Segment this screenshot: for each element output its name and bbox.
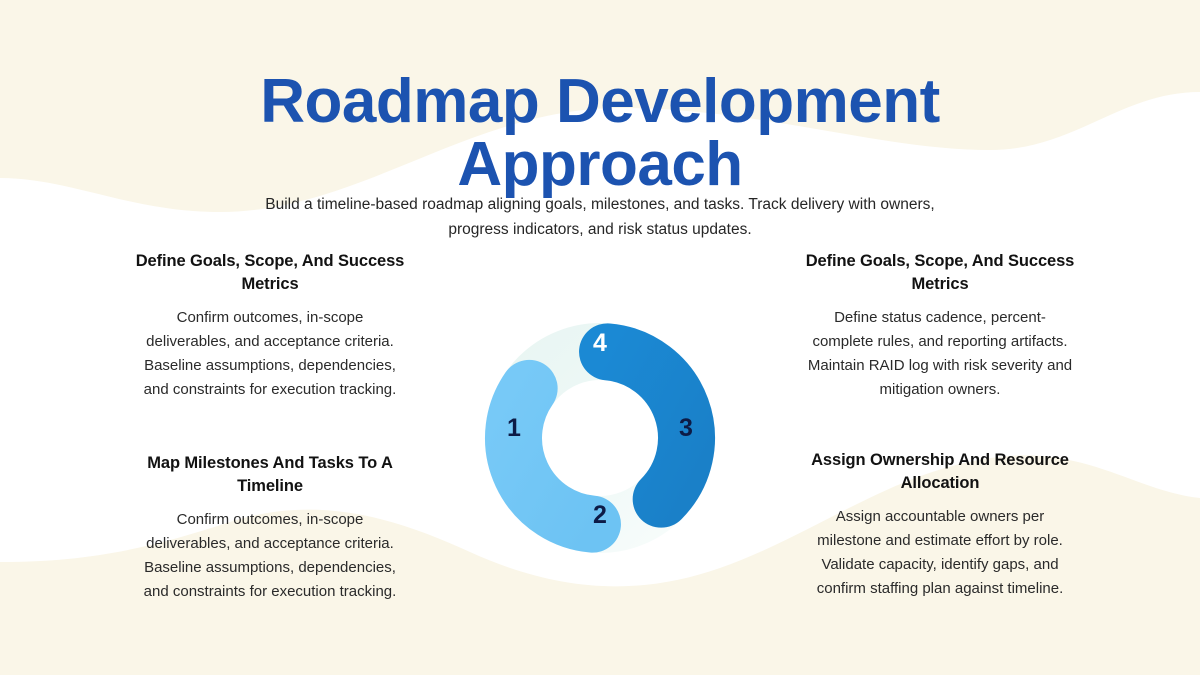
step-heading: Map Milestones And Tasks To A Timeline xyxy=(147,454,393,495)
step-body: Confirm outcomes, in-scope deliverables,… xyxy=(143,510,397,601)
step-body: Confirm outcomes, in-scope deliverables,… xyxy=(143,308,397,399)
top-wave-band xyxy=(0,0,1200,212)
donut-label-3: 3 xyxy=(679,414,693,442)
step-body: Assign accountable owners per milestone … xyxy=(816,507,1064,598)
step-block-bottom-left: Map Milestones And Tasks To A Timeline C… xyxy=(135,452,405,605)
donut-chart-svg xyxy=(485,323,715,553)
step-block-top-left: Define Goals, Scope, And Success Metrics… xyxy=(135,250,405,403)
page-subtitle: Build a timeline-based roadmap aligning … xyxy=(265,195,935,238)
step-body: Define status cadence, percent-complete … xyxy=(807,308,1073,399)
donut-chart: 1 2 3 4 xyxy=(462,300,738,576)
donut-label-1: 1 xyxy=(507,414,521,442)
page-title: Roadmap Development Approach xyxy=(260,66,940,200)
step-heading: Assign Ownership And Resource Allocation xyxy=(811,451,1069,492)
donut-segment-4[interactable] xyxy=(579,323,715,528)
step-block-bottom-right: Assign Ownership And Resource Allocation… xyxy=(805,449,1075,602)
donut-segment-2[interactable] xyxy=(485,359,621,553)
donut-label-4: 4 xyxy=(593,329,607,357)
bottom-wave-band xyxy=(0,455,1200,675)
step-heading: Define Goals, Scope, And Success Metrics xyxy=(135,252,405,293)
step-heading: Define Goals, Scope, And Success Metrics xyxy=(805,252,1075,293)
step-block-top-right: Define Goals, Scope, And Success Metrics… xyxy=(805,250,1075,403)
donut-label-2: 2 xyxy=(593,501,607,529)
